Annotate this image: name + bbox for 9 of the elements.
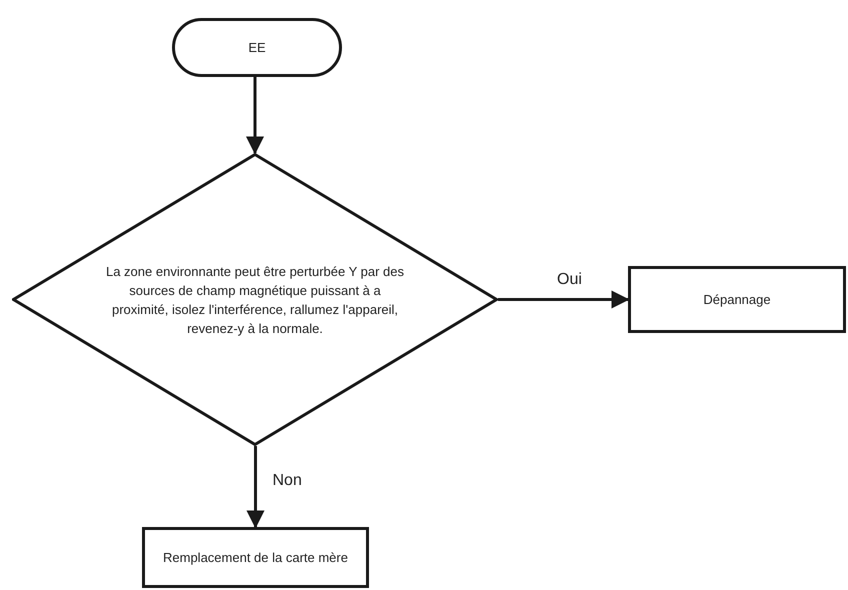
edge-label: Oui [555, 272, 584, 288]
node-text: EE [247, 39, 267, 57]
node-text: Dépannage [702, 291, 772, 309]
node-text: La zone environnante peut être perturbée Y par des sources de champ magnétique puissant à a proximité, isolez l'interférence, rallumez l'appareil, revenez-y à la normale. [104, 262, 406, 338]
edge-label: Non [270, 472, 304, 488]
arrow [246, 77, 264, 154]
node-text: Remplacement de la carte mère [162, 549, 349, 567]
arrow [246, 446, 264, 528]
arrow [498, 290, 630, 308]
